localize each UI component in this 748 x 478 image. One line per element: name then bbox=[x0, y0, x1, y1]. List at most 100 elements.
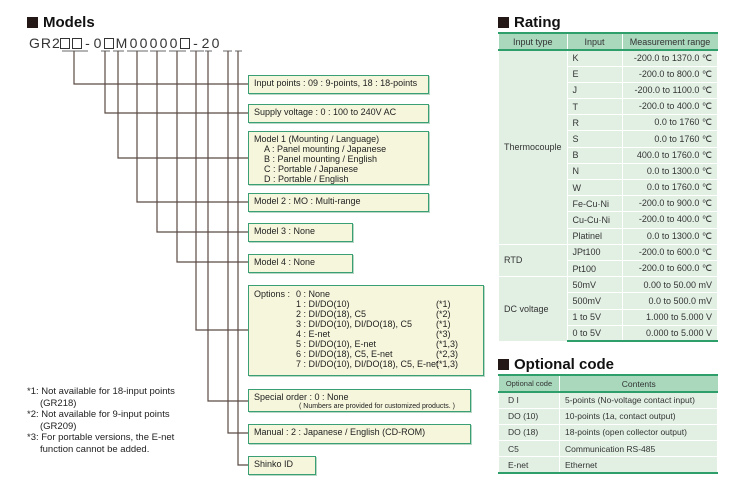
range-cell: -200.0 to 1370.0 ℃ bbox=[621, 49, 719, 67]
code-blank-box bbox=[72, 38, 82, 49]
code-cell: E-net bbox=[498, 456, 560, 474]
footnote: *1: Not available for 18-input points bbox=[27, 386, 175, 397]
special-order-note: ( Numbers are provided for customized pr… bbox=[299, 403, 456, 410]
code-char: 0 bbox=[169, 35, 179, 51]
input-cell: Fe-Cu·Ni bbox=[566, 195, 623, 213]
option-code: 4 : bbox=[296, 329, 307, 339]
rating-heading: Rating bbox=[498, 14, 561, 31]
options-label bbox=[254, 329, 296, 339]
option-code: 7 : bbox=[296, 359, 307, 369]
table-row: Pt100-200.0 to 600.0 ℃ bbox=[499, 259, 719, 278]
code-char: 0 bbox=[93, 35, 103, 51]
footnote: function cannot be added. bbox=[40, 443, 150, 455]
option-item: 3 : DI/DO(10), DI/DO(18), C5 bbox=[296, 319, 436, 329]
range-cell: -200.0 to 400.0 ℃ bbox=[621, 98, 719, 116]
option-note: (*3) bbox=[436, 329, 451, 339]
input-type-cell: Thermocouple bbox=[498, 49, 568, 245]
model4-box: Model 4 : None bbox=[248, 254, 353, 273]
supply-voltage-box: Supply voltage : 0 : 100 to 240V AC bbox=[248, 104, 429, 123]
code-char: - bbox=[193, 35, 199, 51]
options-list: Options :0 : None 1 : DI/DO(10)(*1)2 : D… bbox=[254, 289, 478, 369]
table-row: Fe-Cu·Ni-200.0 to 900.0 ℃ bbox=[499, 195, 719, 213]
input-cell: Cu-Cu·Ni bbox=[566, 211, 623, 229]
models-title: Models bbox=[43, 14, 95, 31]
options-label: Options : bbox=[254, 289, 291, 299]
input-cell: JPt100 bbox=[566, 243, 623, 261]
option-desc: DI/DO(10), DI/DO(18), C5 bbox=[308, 319, 413, 329]
range-cell: 0.0 to 1760 ℃ bbox=[621, 114, 719, 132]
code-blank-box bbox=[180, 38, 190, 49]
option-code: 0 : None bbox=[296, 289, 331, 299]
input-type-cell: DC voltage bbox=[498, 276, 568, 342]
range-cell: 0.0 to 1300.0 ℃ bbox=[621, 162, 719, 181]
model1-title: Model 1 (Mounting / Language) bbox=[254, 134, 380, 144]
range-cell: 0.0 to 1300.0 ℃ bbox=[621, 227, 719, 245]
code-char: 0 bbox=[211, 35, 221, 51]
option-item: 5 : DI/DO(10), E-net bbox=[296, 339, 436, 349]
option-note: (*1,3) bbox=[436, 359, 459, 369]
option-desc: DI/DO(18), C5, E-net bbox=[308, 349, 393, 359]
optional-code-heading: Optional code bbox=[498, 356, 614, 373]
footnote: *2: Not available for 9-input points bbox=[27, 409, 170, 420]
option-note: (*2,3) bbox=[436, 349, 459, 359]
option-code: 1 : bbox=[296, 299, 307, 309]
range-cell: 1.000 to 5.000 V bbox=[621, 308, 719, 326]
manual-text: Manual : 2 : Japanese / English (CD-ROM) bbox=[254, 427, 426, 437]
code-cell: DO (18) bbox=[498, 423, 560, 442]
connector-lines bbox=[62, 50, 248, 466]
square-bullet-icon bbox=[498, 359, 509, 370]
contents-cell: 18-points (open collector output) bbox=[559, 423, 718, 442]
range-cell: 400.0 to 1760.0 ℃ bbox=[621, 146, 719, 164]
table-row: J-200.0 to 1100.0 ℃ bbox=[499, 81, 719, 100]
option-item: 6 : DI/DO(18), C5, E-net bbox=[296, 349, 436, 359]
column-header: Input type bbox=[498, 32, 568, 51]
range-cell: -200.0 to 900.0 ℃ bbox=[621, 195, 719, 213]
input-cell: N bbox=[566, 162, 623, 181]
option-item: 0 : None bbox=[296, 289, 436, 299]
input-cell: W bbox=[566, 178, 623, 197]
column-header: Input bbox=[566, 32, 623, 51]
square-bullet-icon bbox=[498, 17, 509, 28]
input-cell: 500mV bbox=[566, 292, 623, 310]
input-cell: S bbox=[566, 130, 623, 148]
model1-box: Model 1 (Mounting / Language) A : Panel … bbox=[248, 131, 429, 185]
option-note: (*1,3) bbox=[436, 339, 459, 349]
option-item: 4 : E-net bbox=[296, 329, 436, 339]
input-cell: K bbox=[566, 49, 623, 67]
table-row: DO (18)18-points (open collector output) bbox=[498, 423, 718, 442]
square-bullet-icon bbox=[27, 17, 38, 28]
range-cell: 0.00 to 50.00 mV bbox=[621, 276, 719, 294]
code-cell: DO (10) bbox=[498, 407, 560, 425]
input-cell: Pt100 bbox=[566, 259, 623, 278]
footnote: (GR209) bbox=[40, 420, 77, 432]
shinko-id-text: Shinko ID bbox=[254, 459, 294, 469]
supply-voltage-text: Supply voltage : 0 : 100 to 240V AC bbox=[254, 107, 397, 117]
shinko-id-box: Shinko ID bbox=[248, 456, 316, 475]
option-desc: DI/DO(10), E-net bbox=[308, 339, 377, 349]
option-code: 5 : bbox=[296, 339, 307, 349]
options-label bbox=[254, 339, 296, 349]
code-char: - bbox=[85, 35, 91, 51]
model1-item: A : Panel mounting / Japanese bbox=[264, 144, 387, 154]
model3-text: Model 3 : None bbox=[254, 226, 316, 236]
range-cell: -200.0 to 1100.0 ℃ bbox=[621, 81, 719, 100]
rating-table: Input type Input Measurement range Therm… bbox=[498, 32, 719, 343]
model2-text: Model 2 : MO : Multi-range bbox=[254, 196, 361, 206]
contents-cell: Communication RS-485 bbox=[559, 440, 718, 458]
option-desc: DI/DO(10) bbox=[308, 299, 350, 309]
range-cell: 0.0 to 1760 ℃ bbox=[621, 130, 719, 148]
footnote: *3: For portable versions, the E-net bbox=[27, 432, 175, 443]
model4-text: Model 4 : None bbox=[254, 257, 316, 267]
rating-title: Rating bbox=[514, 14, 561, 31]
